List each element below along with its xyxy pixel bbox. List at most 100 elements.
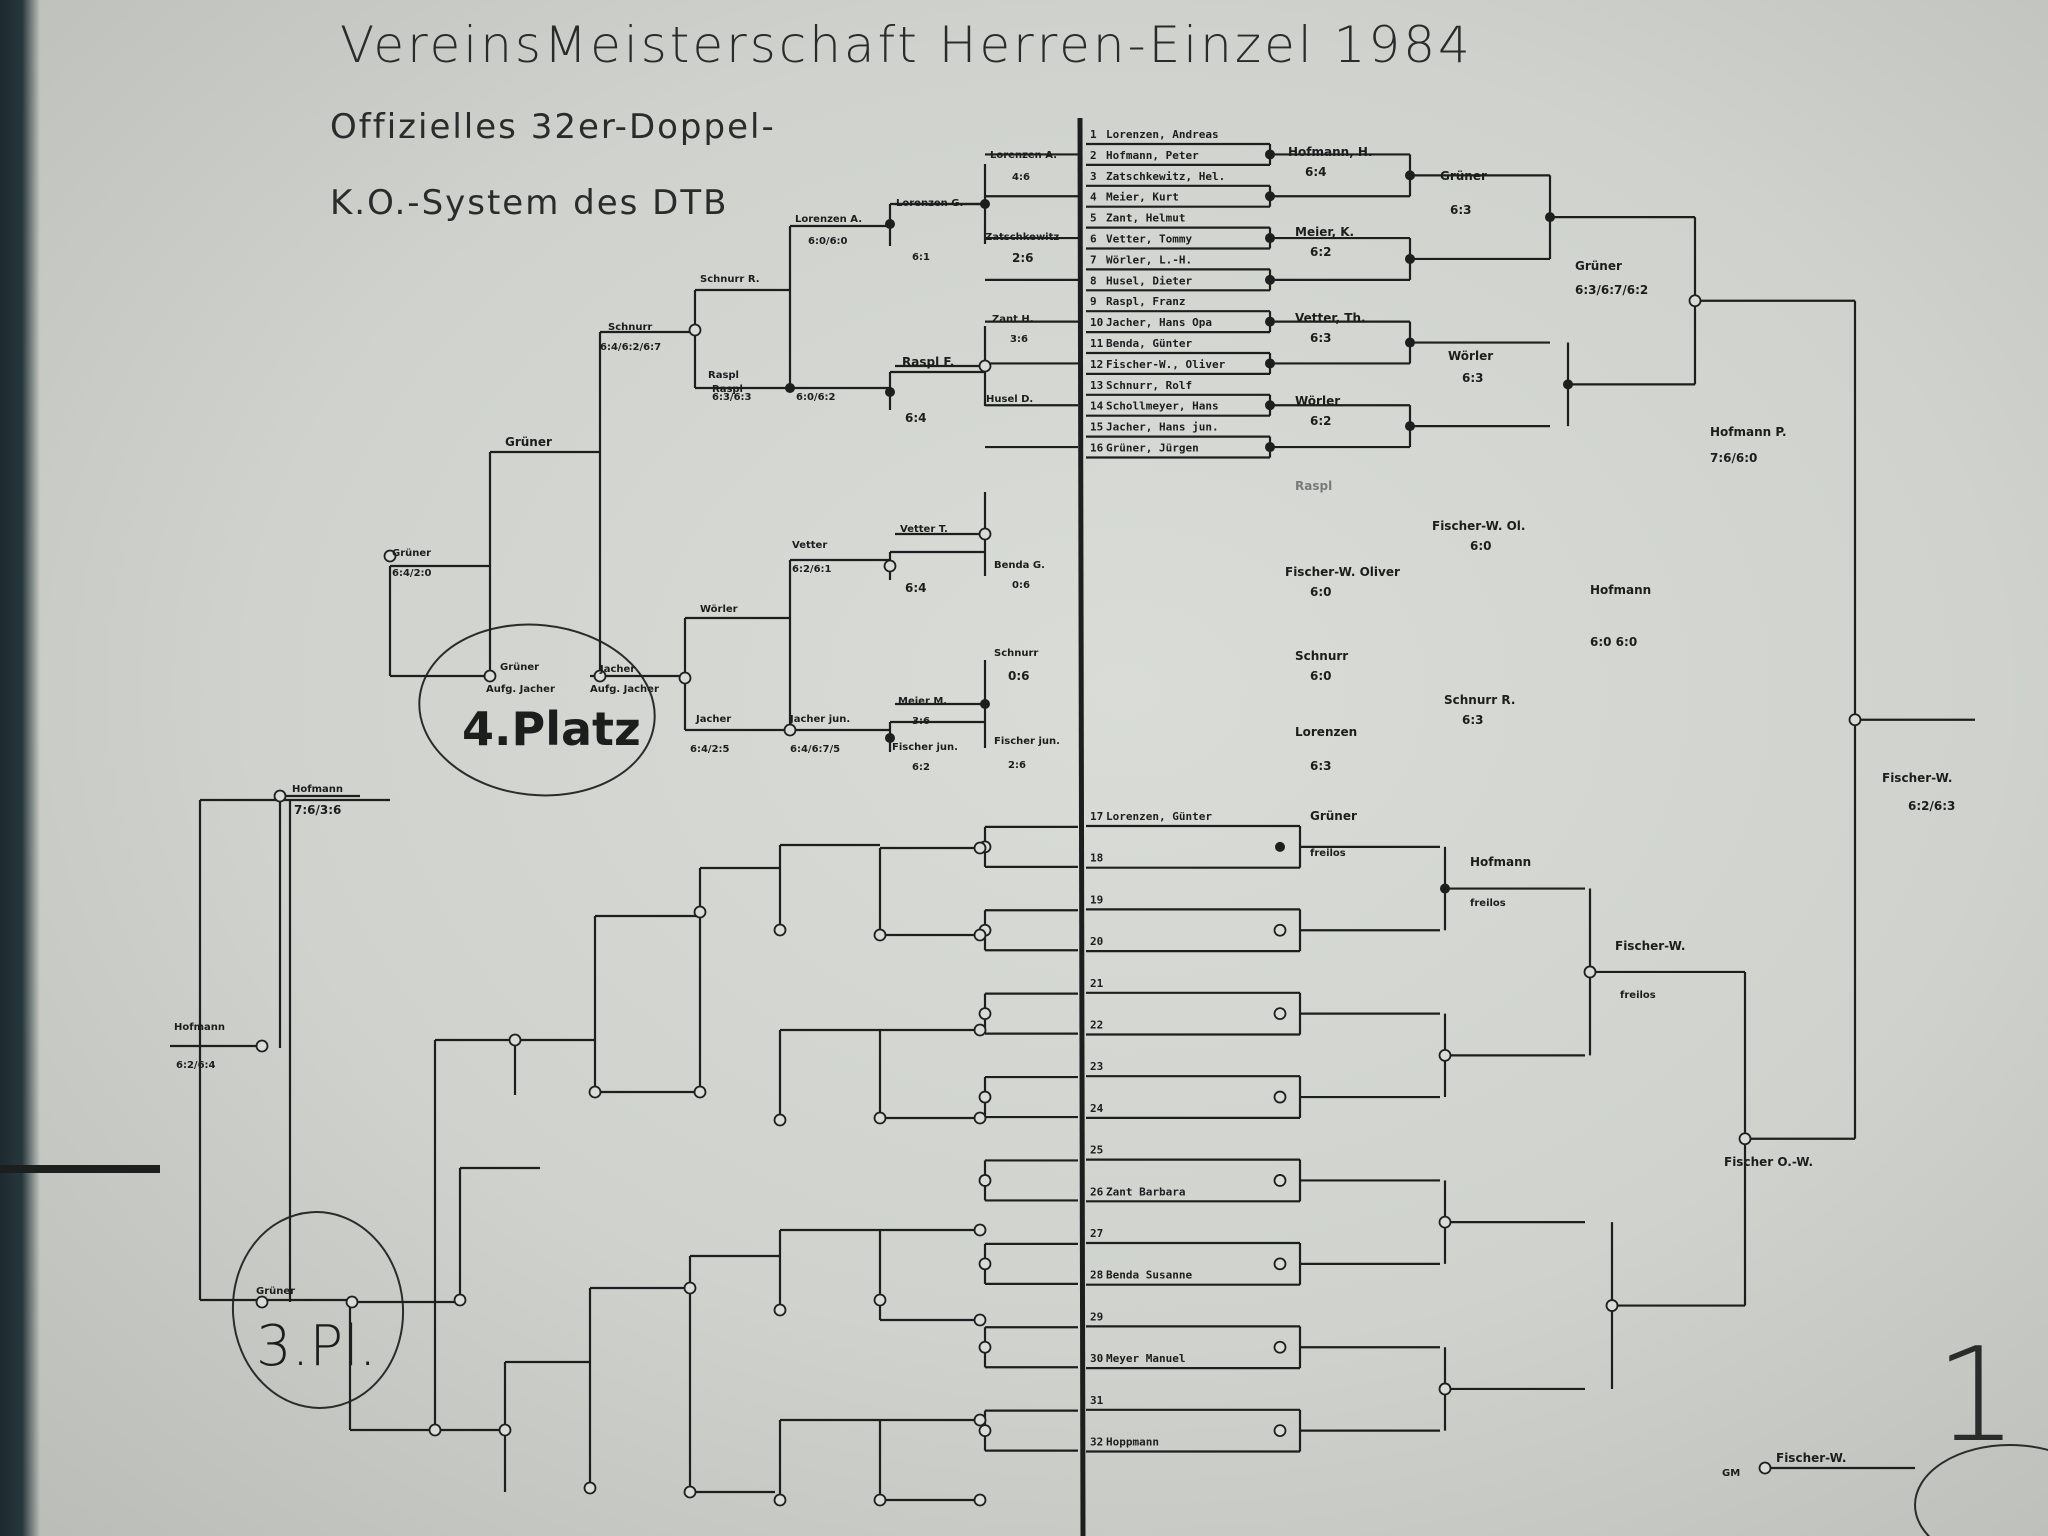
player-name: Hoppmann xyxy=(1106,1436,1159,1449)
match-node xyxy=(1738,1132,1752,1146)
player-name: Jacher, Hans jun. xyxy=(1106,421,1219,434)
player-name: Benda Susanne xyxy=(1106,1269,1192,1282)
player-entry: 31 xyxy=(1090,1394,1104,1407)
c27-score: 6:2/6:4 xyxy=(176,1060,216,1071)
c18-score: 6:3/6:3 xyxy=(712,392,752,403)
c16-score: 6:4/6:7/5 xyxy=(790,744,840,755)
sheet-subtitle-2: K.O.-System des DTB xyxy=(330,183,728,223)
player-entry: 27 xyxy=(1090,1227,1103,1240)
m18-score: 6:3 xyxy=(1462,371,1484,385)
m30-winner: Fischer O.-W. xyxy=(1724,1155,1813,1169)
c27-winner: Hofmann xyxy=(174,1022,225,1033)
match-node xyxy=(885,733,895,743)
match-node xyxy=(773,923,787,937)
match-node xyxy=(508,1033,522,1047)
c15-winner: Vetter xyxy=(792,540,827,551)
match-node xyxy=(1265,191,1275,202)
match-node xyxy=(273,789,287,803)
match-node xyxy=(1758,1461,1772,1475)
match-node xyxy=(1265,233,1275,244)
match-node xyxy=(873,928,887,942)
player-name: Raspl, Franz xyxy=(1106,295,1185,308)
match-node xyxy=(255,1295,269,1309)
c22-winner: Jacher xyxy=(599,664,635,675)
final-label: GM xyxy=(1722,1468,1740,1479)
player-name: Zatschkewitz, Hel. xyxy=(1106,170,1225,183)
match-node xyxy=(453,1293,467,1307)
m26-winner: Hofmann xyxy=(1590,583,1651,597)
c3-winner: Zant H. xyxy=(992,314,1034,325)
player-entry: 5 xyxy=(1090,212,1097,225)
m17-winner: Grüner xyxy=(1440,169,1487,183)
c2-score: 2:6 xyxy=(1012,251,1034,265)
match-node xyxy=(483,669,497,683)
match-node xyxy=(1405,253,1415,264)
match-node xyxy=(973,928,987,942)
match-node xyxy=(688,323,702,337)
c8-winner: Lorenzen G. xyxy=(896,198,963,209)
match-node xyxy=(978,1007,992,1021)
m29-score: 7:6/6:0 xyxy=(1710,451,1757,465)
player-name: Benda, Günter xyxy=(1106,337,1192,350)
c1-score: 4:6 xyxy=(1012,172,1030,183)
match-node xyxy=(885,219,895,229)
player-name: Meyer Manuel xyxy=(1106,1352,1185,1365)
c24-score: Aufg. Jacher xyxy=(486,684,555,695)
match-node xyxy=(973,1111,987,1125)
m2-winner: Meier, K. xyxy=(1295,225,1354,239)
player-name: Wörler, L.-H. xyxy=(1106,253,1192,266)
match-node xyxy=(1688,294,1702,308)
m9-winner: Grüner xyxy=(1310,809,1357,823)
c18-winner: Raspl xyxy=(708,370,739,381)
c20-winner: Jacher xyxy=(695,714,731,725)
c9-score: 6:0/6:0 xyxy=(808,236,848,247)
c21-score: 6:4/6:2/6:7 xyxy=(600,342,661,353)
c3-score: 3:6 xyxy=(1010,334,1028,345)
match-node xyxy=(978,1174,992,1187)
m20-winner: Schnurr R. xyxy=(1444,693,1515,707)
match-node xyxy=(973,841,987,855)
m25-score: 6:3/6:7/6:2 xyxy=(1575,283,1648,297)
m7-winner: Schnurr xyxy=(1295,649,1348,663)
m3-winner: Vetter, Th. xyxy=(1295,311,1366,325)
match-node xyxy=(255,1039,269,1053)
match-node xyxy=(1405,170,1415,181)
c1-winner: Lorenzen A. xyxy=(990,150,1057,161)
c25-winner: Grüner xyxy=(392,548,431,559)
player-entry: 22 xyxy=(1090,1019,1103,1032)
c15-score: 6:2/6:1 xyxy=(792,564,832,575)
m29-winner: Hofmann P. xyxy=(1710,425,1787,439)
player-entry: 3 xyxy=(1090,170,1097,183)
player-entry: 1 xyxy=(1090,128,1097,141)
m3-score: 6:3 xyxy=(1310,331,1332,345)
player-entry: 28 xyxy=(1090,1269,1103,1282)
c11-score: 6:4 xyxy=(905,581,927,595)
c12-score: 3:6 xyxy=(912,716,930,727)
c19-winner: Wörler xyxy=(700,604,738,615)
m7-score: 6:0 xyxy=(1310,669,1332,683)
page-corner-mark xyxy=(1914,1444,2048,1536)
player-entry: 30 xyxy=(1090,1352,1103,1365)
match-node xyxy=(1273,1340,1287,1354)
match-node xyxy=(785,383,795,393)
match-node xyxy=(1545,212,1555,223)
photo-dark-edge xyxy=(0,0,40,1536)
match-node xyxy=(1273,1257,1287,1271)
match-node xyxy=(978,359,992,373)
player-name: Grüner, Jürgen xyxy=(1106,442,1199,455)
c13-winner: Fischer jun. xyxy=(892,742,958,753)
main-bracket-labels: Hofmann, H. 6:4 Meier, K. 6:2 Vetter, Th… xyxy=(1285,145,1955,1479)
c8-score: 6:1 xyxy=(912,252,930,263)
match-node xyxy=(873,1293,887,1307)
match-node xyxy=(978,1090,992,1104)
c9-winner: Lorenzen A. xyxy=(795,214,862,225)
match-node xyxy=(1440,883,1450,894)
match-node xyxy=(1265,149,1275,160)
m2-score: 6:2 xyxy=(1310,245,1332,259)
player-entry: 11 xyxy=(1090,337,1104,350)
fourth-place-circle xyxy=(418,623,656,797)
match-node xyxy=(678,671,692,685)
player-entry: 4 xyxy=(1090,191,1097,204)
match-node xyxy=(980,199,990,209)
